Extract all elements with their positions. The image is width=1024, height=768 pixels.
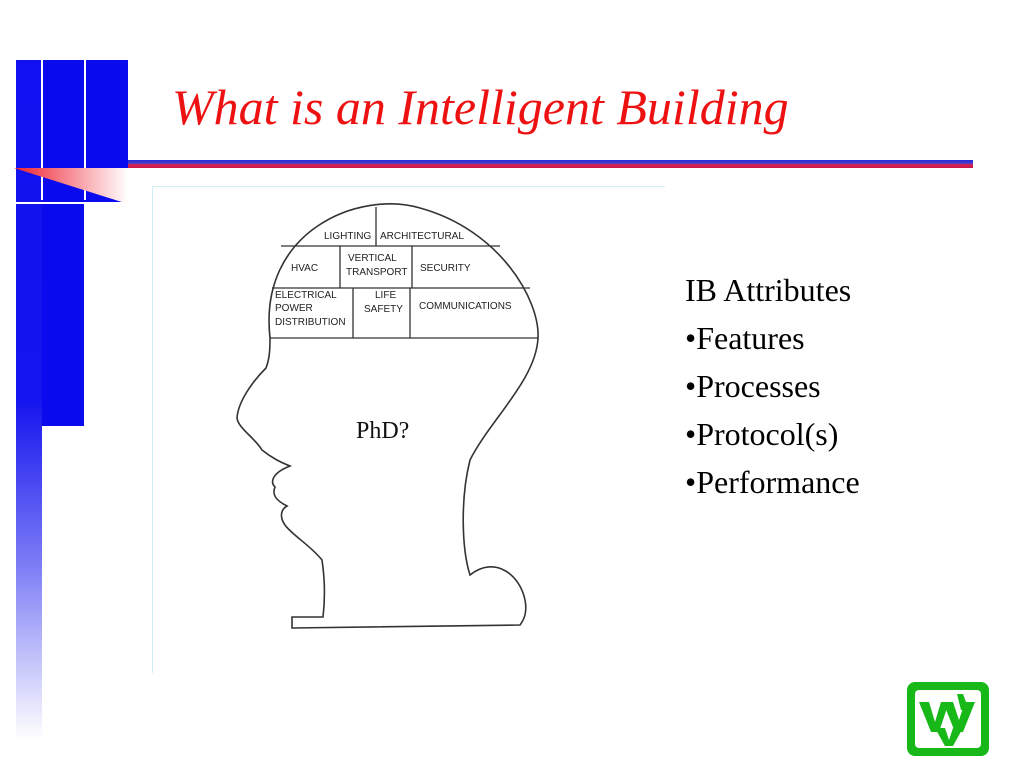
label-electrical: ELECTRICAL [275,290,337,301]
brain-sections [270,207,538,339]
label-distribution: DISTRIBUTION [275,317,346,328]
brain-labels: LIGHTING ARCHITECTURAL HVAC VERTICAL TRA… [275,231,512,328]
decorative-divider [41,60,43,200]
decorative-divider [84,60,86,200]
head-outline [236,203,539,629]
label-hvac: HVAC [291,263,318,274]
phd-caption: PhD? [356,418,409,444]
label-vertical: VERTICAL [348,253,397,264]
label-life: LIFE [375,290,396,301]
slide-title: What is an Intelligent Building [172,79,789,135]
label-architectural: ARCHITECTURAL [380,231,464,242]
attributes-list: IB Attributes •Features •Processes •Prot… [685,266,945,506]
logo-background [915,690,981,748]
label-security: SECURITY [420,263,471,274]
attributes-heading: IB Attributes [685,272,852,308]
label-power: POWER [275,303,313,314]
label-safety: SAFETY [364,304,403,315]
title-underline [128,160,973,168]
wva-logo-icon [919,694,975,746]
attribute-item: •Features [685,320,805,356]
attribute-item: •Protocol(s) [685,416,839,452]
decorative-divider [16,202,128,204]
label-communications: COMMUNICATIONS [419,301,512,312]
attribute-item: •Performance [685,464,860,500]
figure-frame [152,186,665,673]
decorative-blue-bar [42,60,84,426]
label-transport: TRANSPORT [346,267,408,278]
label-lighting: LIGHTING [324,231,371,242]
wva-logo [907,682,989,756]
attribute-item: •Processes [685,368,821,404]
decorative-swoosh [14,168,128,204]
